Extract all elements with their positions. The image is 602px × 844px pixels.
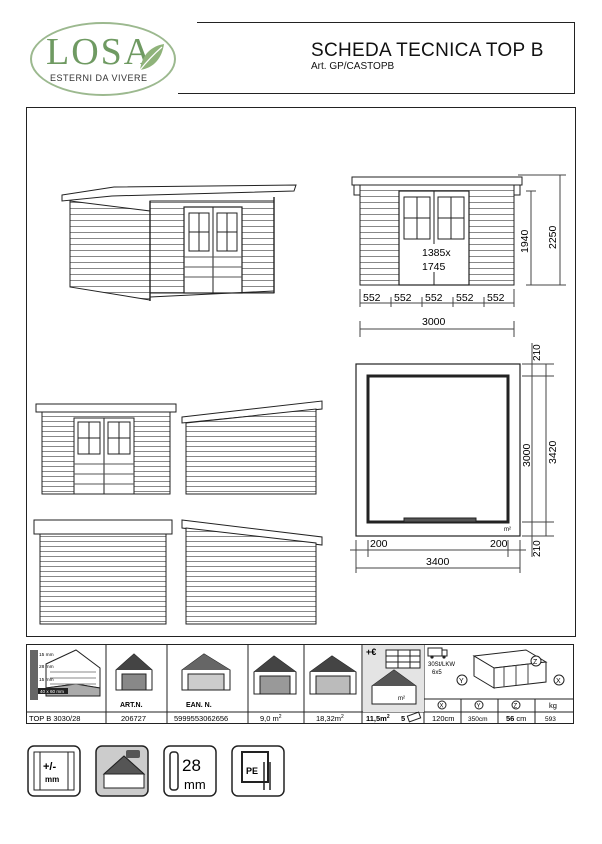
badges: +/- mm 28 mm PE (27, 745, 285, 797)
plan-depth-inner: 3000 (521, 443, 533, 467)
header-line-top (197, 22, 575, 23)
model-name: TOP B 3030/28 (29, 714, 80, 723)
height-total: 2250 (547, 225, 559, 249)
tolerance-symbol: +/- (43, 761, 56, 773)
drawing-frame (26, 107, 576, 637)
house-icon-2 (181, 653, 231, 691)
pe-badge: PE (231, 745, 285, 797)
wall-label-2: 28 mm (39, 664, 54, 670)
wall-section-icon (30, 649, 101, 700)
brand-name: LOSA (46, 31, 154, 73)
art-number: 206727 (121, 714, 146, 723)
dim-y: 350cm (468, 716, 488, 723)
area-outer: 18,32m2 (316, 714, 344, 723)
segment-5: 552 (487, 292, 505, 304)
overhang-bottom: 210 (532, 540, 543, 557)
small-back-view (33, 519, 173, 625)
house-icon-inner-area (253, 655, 297, 695)
leaf-icon (139, 44, 164, 71)
package-axis-y: Y (459, 678, 464, 685)
dim-x: 120cm (432, 714, 455, 723)
small-front-view (35, 403, 177, 495)
art-header: ART.N. (120, 702, 143, 709)
small-side-view (181, 400, 323, 495)
segment-3: 552 (425, 292, 443, 304)
plan-width-total: 3400 (426, 556, 450, 568)
segment-2: 552 (394, 292, 412, 304)
truck-label: 30St/LKW (428, 662, 455, 668)
spec-table: 15 mm 28 mm 15 mm 40 x 60 mm ART.N. EAN.… (26, 644, 574, 724)
wall-label-4: 40 x 60 mm (40, 689, 64, 694)
plan-view: m² 210 3000 3420 210 200 200 3400 (350, 343, 559, 573)
segment-4: 552 (456, 292, 474, 304)
wall-label-1: 15 mm (39, 652, 54, 658)
plan-door-area: m² (504, 527, 511, 533)
thickness-badge: 28 mm (163, 745, 217, 797)
header-line-bottom (178, 93, 575, 94)
truck-icon (427, 647, 448, 659)
truck-stack: 6x5 (432, 670, 442, 676)
axis-z-header: Z (514, 704, 518, 710)
segment-1: 552 (363, 292, 381, 304)
perspective-view (61, 184, 297, 301)
door-size-w: 1385x (422, 247, 451, 259)
roof-price-symbol: +€ (366, 647, 376, 657)
overhang-top: 210 (532, 344, 543, 361)
small-side-view-2 (181, 519, 323, 625)
ean-header: EAN. N. (186, 702, 212, 709)
tolerance-badge: +/- mm (27, 745, 81, 797)
pe-label: PE (246, 766, 258, 776)
weight: 593 (545, 716, 556, 723)
height-wall: 1940 (519, 229, 531, 253)
roof-extra: 5 (401, 714, 405, 723)
roof-area: 11,5m2 (366, 714, 390, 723)
ean-number: 5999553062656 (174, 714, 228, 723)
package-stack-icon (472, 649, 548, 689)
door-size-h: 1745 (422, 261, 446, 273)
plan-depth-total: 3420 (547, 440, 559, 464)
page-title: SCHEDA TECNICA TOP B (311, 40, 544, 61)
thickness-unit: mm (184, 777, 206, 792)
overhang-right: 200 (490, 538, 508, 550)
wall-label-3: 15 mm (39, 677, 54, 683)
house-icon-1 (115, 653, 153, 691)
roll-icon (406, 711, 422, 723)
roof-icon (371, 649, 421, 705)
axis-x-header: X (440, 704, 444, 710)
axis-y-header: Y (477, 704, 481, 710)
article-code: Art. GP/CASTOPB (311, 61, 395, 72)
roof-material-badge (95, 745, 149, 797)
kg-header: kg (549, 701, 557, 710)
header-line-right (574, 22, 575, 94)
front-width-total: 3000 (422, 316, 446, 328)
package-axis-z: Z (533, 659, 538, 666)
area-inner: 9,0 m2 (260, 714, 282, 723)
drawing-area: 1385x 1745 1940 2250 552 552 552 552 552… (33, 174, 566, 625)
thickness-value: 28 (182, 756, 201, 775)
front-elevation: 1385x 1745 1940 2250 552 552 552 552 552… (351, 174, 566, 337)
overhang-left: 200 (370, 538, 388, 550)
package-axis-x: X (556, 678, 561, 685)
roof-drawing-label: m² (398, 696, 405, 702)
house-icon-outer-area (309, 655, 357, 695)
tolerance-unit: mm (45, 775, 59, 784)
brand-tagline: ESTERNI DA VIVERE (50, 73, 148, 83)
